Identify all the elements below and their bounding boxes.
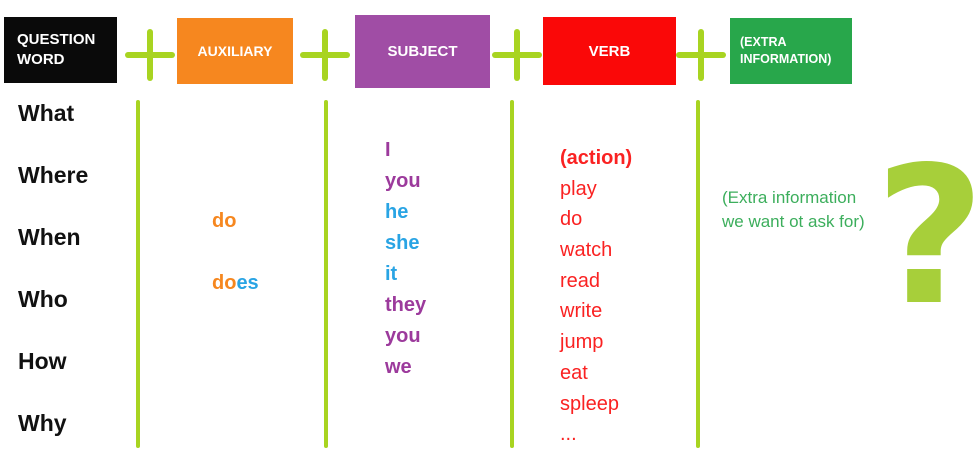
- question-words-column: What Where When Who How Why: [18, 100, 88, 436]
- verbs-heading: (action): [560, 147, 633, 169]
- subject-item: he: [385, 201, 409, 223]
- plus-icon: [492, 29, 542, 81]
- verb-item: spleep: [560, 392, 619, 415]
- verb-item: jump: [560, 331, 604, 354]
- column-divider-line: [696, 100, 700, 448]
- header-box-auxiliary-label: AUXILIARY: [197, 43, 273, 59]
- plus-icon: [676, 29, 726, 81]
- verb-item: ...: [560, 423, 577, 446]
- plus-icon: [300, 29, 350, 81]
- verb-item: watch: [560, 239, 613, 262]
- auxiliary-does: does: [212, 272, 259, 295]
- header-box-question-word-label: QUESTION WORD: [17, 30, 96, 68]
- subject-item: they: [385, 294, 427, 316]
- plus-icon: [125, 29, 175, 81]
- subject-item: you: [385, 170, 421, 192]
- auxiliary-does-prefix: do: [212, 272, 237, 294]
- subject-item: you: [385, 325, 421, 347]
- subjects-column: I you he she it they you we: [385, 135, 426, 383]
- header-box-question-word: QUESTION WORD: [4, 17, 117, 83]
- header-box-extra-information-label: (EXTRA INFORMATION): [740, 35, 832, 66]
- question-word-item: What: [18, 100, 75, 126]
- question-word-item: Where: [18, 162, 89, 188]
- column-divider-line: [510, 100, 514, 448]
- question-word-item: When: [18, 224, 81, 250]
- verbs-column: (action) play do watch read write jump e…: [560, 143, 632, 450]
- extra-information-note: (Extra information we want ot ask for): [722, 188, 865, 231]
- verb-item: eat: [560, 361, 588, 384]
- column-divider-line: [136, 100, 140, 448]
- header-box-auxiliary: AUXILIARY: [177, 18, 293, 84]
- question-word-item: Why: [18, 410, 67, 436]
- subject-item: it: [385, 263, 398, 285]
- auxiliary-does-suffix: es: [236, 272, 259, 294]
- question-mark-icon: ?: [874, 125, 980, 347]
- subject-item: she: [385, 232, 420, 254]
- header-box-verb-label: VERB: [588, 42, 631, 60]
- question-word-item: Who: [18, 286, 68, 312]
- header-box-subject: SUBJECT: [355, 15, 490, 88]
- header-box-verb: VERB: [543, 17, 676, 85]
- header-box-subject-label: SUBJECT: [387, 43, 458, 60]
- verb-item: do: [560, 208, 583, 231]
- auxiliary-do: do: [212, 210, 237, 232]
- header-box-extra-information: (EXTRA INFORMATION): [730, 18, 852, 84]
- question-word-item: How: [18, 348, 67, 374]
- column-divider-line: [324, 100, 328, 448]
- verb-item: read: [560, 269, 601, 292]
- subject-item: I: [385, 139, 391, 161]
- subject-item: we: [385, 356, 412, 378]
- verb-item: play: [560, 177, 597, 200]
- verb-item: write: [560, 300, 603, 323]
